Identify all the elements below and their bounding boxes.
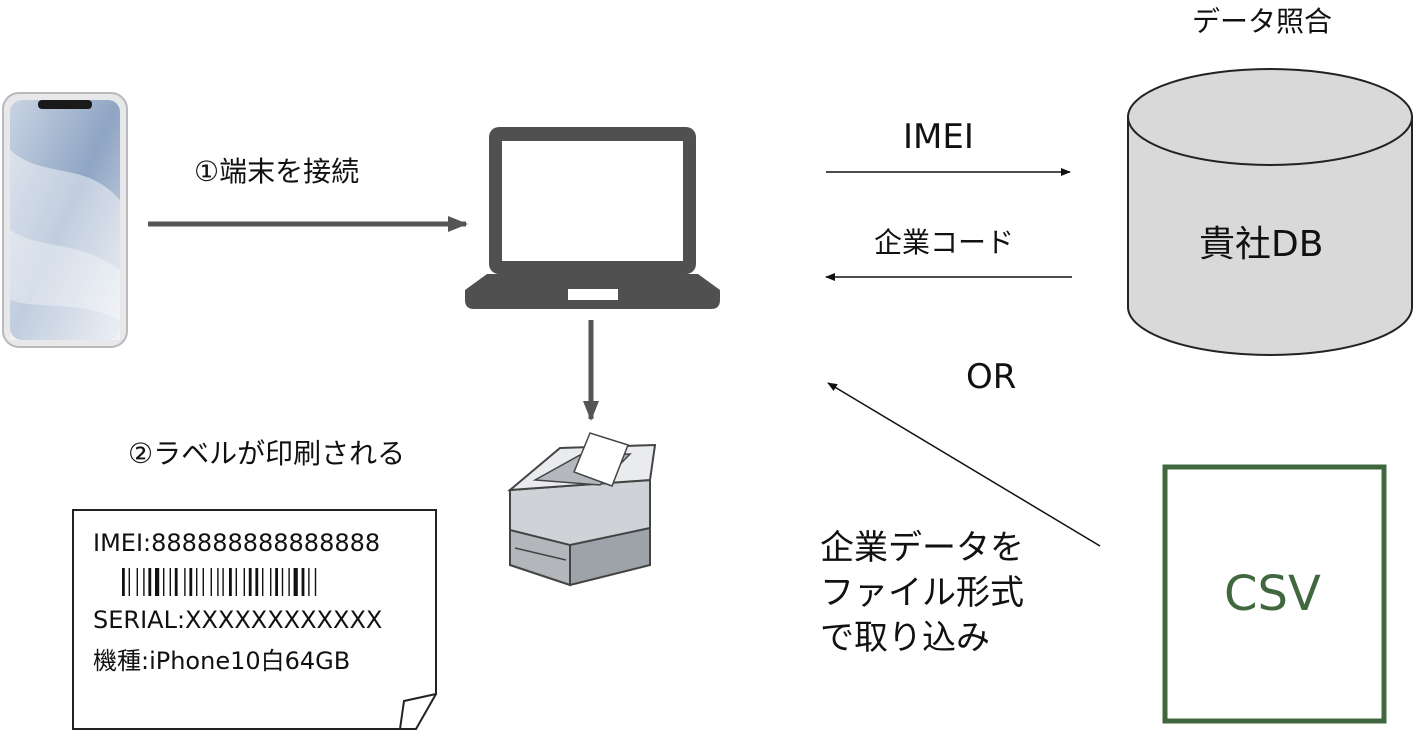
csv-file-box <box>1162 464 1387 724</box>
printer-icon <box>506 432 657 587</box>
label-serial: SERIAL:XXXXXXXXXXXX <box>93 606 383 634</box>
laptop-icon <box>465 127 720 309</box>
label-model: 機種:iPhone10白64GB <box>93 647 351 675</box>
csv-label: CSV <box>1224 566 1321 622</box>
barcode-icon <box>122 568 317 596</box>
database-cylinder-icon <box>1127 68 1413 356</box>
smartphone-icon <box>2 92 128 348</box>
company-db-label: 貴社DB <box>1199 224 1324 265</box>
company-code-label: 企業コード <box>874 226 1015 259</box>
data-match-label: データ照合 <box>1192 5 1333 38</box>
label-card <box>72 509 437 730</box>
arrow-csv-import <box>827 382 1101 547</box>
label-card-fold <box>399 693 437 730</box>
step1-label: ①端末を接続 <box>194 155 360 188</box>
or-label: OR <box>966 357 1017 397</box>
import-note: 企業データを ファイル形式 で取り込み <box>820 528 1024 658</box>
imei-arrow-label: IMEI <box>903 117 974 157</box>
label-imei: IMEI:888888888888888 <box>93 529 381 557</box>
step2-label: ②ラベルが印刷される <box>128 437 406 470</box>
